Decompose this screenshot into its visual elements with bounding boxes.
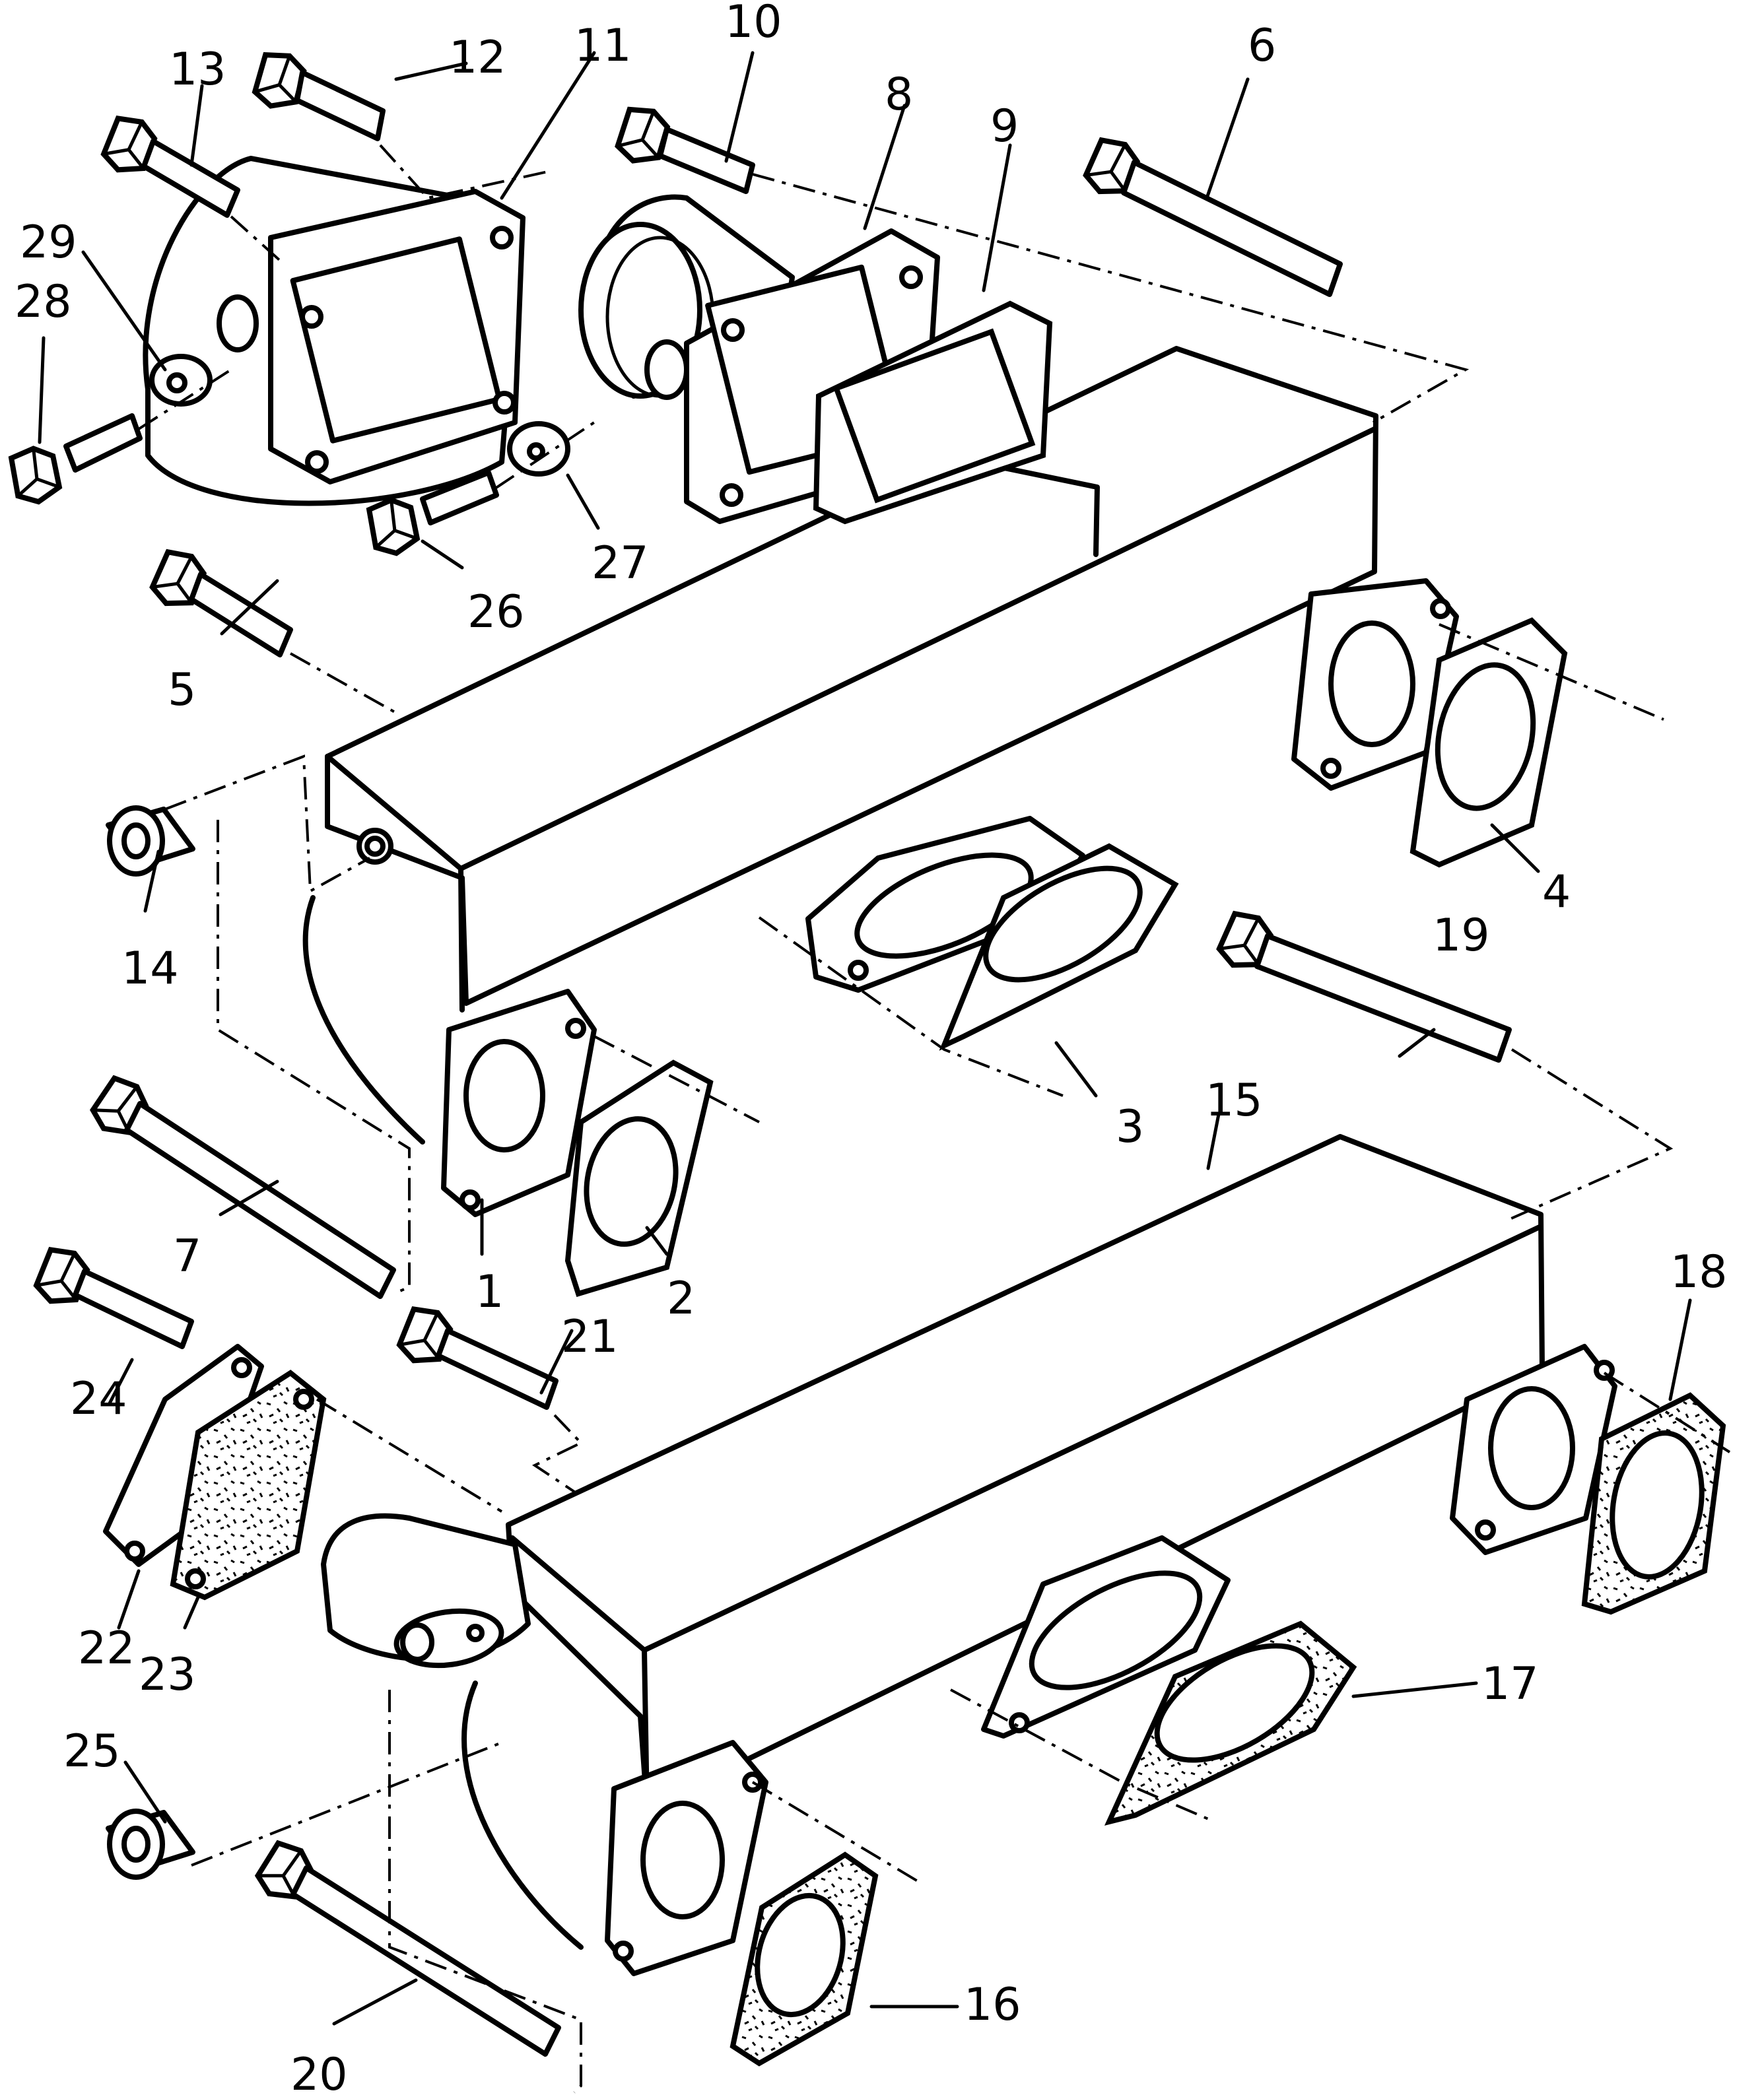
callout-11: 11 — [574, 20, 632, 72]
callout-29: 29 — [20, 216, 77, 269]
callout-26: 26 — [467, 586, 525, 638]
callout-9: 9 — [990, 100, 1019, 152]
callout-5: 5 — [168, 664, 196, 716]
callout-19: 19 — [1433, 910, 1490, 962]
gasket-9 — [813, 300, 1053, 525]
callout-23: 23 — [139, 1649, 196, 1701]
callout-28: 28 — [15, 276, 72, 328]
callout-24: 24 — [70, 1373, 127, 1425]
bolt-5 — [149, 547, 293, 657]
callout-7: 7 — [173, 1230, 201, 1282]
bolt-21 — [396, 1305, 559, 1410]
bolt-24 — [33, 1246, 194, 1349]
callout-12: 12 — [449, 32, 506, 84]
bolt-26 — [366, 470, 499, 558]
callout-8: 8 — [885, 69, 913, 121]
callout-6: 6 — [1248, 20, 1276, 72]
elbow-adapter-11 — [143, 156, 526, 506]
upper-manifold — [302, 346, 1459, 1217]
outlet-flange-8 — [578, 194, 940, 524]
gasket-17 — [1104, 1620, 1357, 1826]
callout-1: 1 — [475, 1266, 504, 1318]
gasket-23 — [170, 1370, 327, 1601]
bolt-7 — [88, 1073, 396, 1299]
callout-2: 2 — [667, 1273, 695, 1325]
gasket-18 — [1581, 1392, 1726, 1615]
washer-27 — [507, 421, 570, 477]
callout-18: 18 — [1670, 1246, 1728, 1298]
callout-16: 16 — [964, 1979, 1021, 2031]
alignment-lines — [137, 144, 1731, 2094]
callout-15: 15 — [1205, 1075, 1263, 1127]
bolt-12 — [253, 50, 386, 141]
callout-4: 4 — [1542, 866, 1571, 918]
bolt-19 — [1215, 909, 1512, 1063]
washer-29 — [149, 354, 213, 407]
gasket-4 — [1409, 617, 1568, 868]
gasket-16 — [729, 1851, 879, 2067]
callout-22: 22 — [78, 1622, 135, 1675]
callout-27: 27 — [592, 537, 649, 589]
callout-25: 25 — [63, 1725, 121, 1778]
bolt-6 — [1082, 135, 1343, 297]
cover-plate-22 — [103, 1344, 264, 1567]
callout-21: 21 — [561, 1311, 619, 1363]
callout-3: 3 — [1116, 1101, 1144, 1153]
gasket-3 — [939, 843, 1179, 1051]
callout-14: 14 — [121, 943, 179, 995]
plug-14 — [106, 805, 195, 877]
gasket-2 — [564, 1059, 714, 1297]
callout-20: 20 — [290, 2049, 348, 2097]
callout-leaders — [38, 51, 1692, 2026]
callout-13: 13 — [169, 44, 226, 96]
bolt-28 — [8, 413, 143, 506]
callout-10: 10 — [725, 0, 782, 48]
bolt-10 — [615, 105, 755, 194]
callout-17: 17 — [1481, 1658, 1539, 1710]
plug-25 — [106, 1809, 195, 1880]
callout-labels: 1 2 3 4 5 6 7 8 9 10 11 12 13 14 15 16 1… — [15, 0, 1728, 2097]
lower-manifold — [321, 1134, 1617, 1976]
bolt-13 — [100, 114, 240, 218]
